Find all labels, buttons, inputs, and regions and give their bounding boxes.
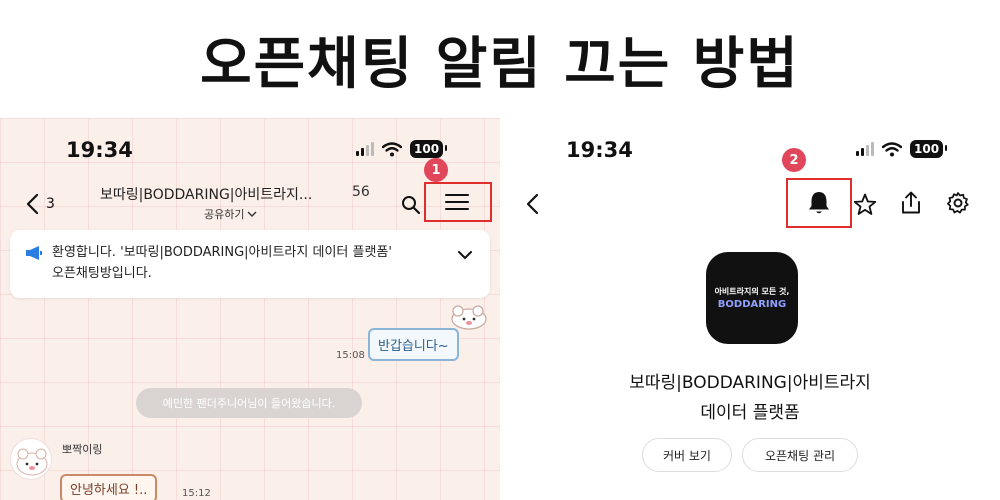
notice-banner[interactable]: 환영합니다. '보따링|BODDARING|아비트라지 데이터 플랫폼' 오픈채… [10, 230, 490, 298]
wifi-icon [382, 141, 402, 156]
page-headline: 오픈채팅 알림 끄는 방법 [200, 31, 800, 97]
back-chevron-icon[interactable] [522, 192, 542, 216]
outgoing-message-time: 15:08 [336, 350, 365, 361]
step-marker-2: 2 [782, 148, 806, 172]
bell-highlight-box [786, 178, 852, 228]
step-marker-1: 1 [424, 158, 448, 182]
incoming-message-bubble: 안녕하세요 !.. [60, 474, 158, 500]
manage-openchat-button[interactable]: 오픈채팅 관리 [742, 438, 858, 472]
share-icon[interactable] [899, 190, 923, 216]
signal-icon [856, 142, 874, 156]
menu-highlight-box [424, 182, 492, 222]
sticker-icon [448, 304, 490, 330]
incoming-message-time: 15:12 [182, 488, 211, 499]
back-count: 3 [46, 196, 55, 212]
chevron-down-icon[interactable] [456, 248, 474, 262]
outgoing-message-bubble: 반갑습니다~ [368, 328, 459, 361]
avatar[interactable] [10, 438, 52, 480]
bell-icon[interactable] [806, 190, 832, 216]
battery-indicator: 100 [910, 140, 948, 158]
share-dropdown[interactable]: 공유하기 [204, 206, 257, 222]
search-icon[interactable] [400, 194, 422, 216]
status-time: 19:34 [66, 138, 133, 162]
system-join-message: 예민한 팬더주니어님이 들어왔습니다. [136, 388, 362, 418]
status-icons: 100 [856, 140, 948, 158]
room-name-line-2: 데이터 플랫폼 [700, 403, 800, 423]
back-chevron-icon[interactable] [22, 192, 42, 216]
status-icons: 100 [356, 140, 448, 158]
megaphone-icon [24, 244, 44, 262]
status-time: 19:34 [566, 138, 633, 162]
chat-drawer-screen: 19:34 100 2 아비트라지의 모든 것, BODDARING 보따링|B… [500, 118, 1000, 500]
notice-line-1: 환영합니다. '보따링|BODDARING|아비트라지 데이터 플랫폼' [52, 245, 392, 260]
chat-title: 보따링|BODDARING|아비트라지... [100, 187, 313, 203]
profile-text-line-1: 아비트라지의 모든 것, [714, 287, 790, 296]
share-label: 공유하기 [204, 208, 245, 221]
profile-text-line-2: BODDARING [717, 299, 787, 310]
chevron-down-icon [247, 211, 257, 217]
chat-room-screen: 19:34 100 1 3 보따링|BODDARING|아비트라지... 56 … [0, 118, 500, 500]
star-icon[interactable] [852, 192, 878, 216]
battery-indicator: 100 [410, 140, 448, 158]
signal-icon [356, 142, 374, 156]
menu-icon[interactable] [444, 192, 470, 212]
sender-name: 뽀짝이링 [62, 443, 103, 456]
notice-text: 환영합니다. '보따링|BODDARING|아비트라지 데이터 플랫폼' 오픈채… [52, 242, 452, 284]
room-profile-image[interactable]: 아비트라지의 모든 것, BODDARING [706, 252, 798, 344]
notice-line-2: 오픈채팅방입니다. [52, 266, 152, 281]
wifi-icon [882, 141, 902, 156]
room-name-line-1: 보따링|BODDARING|아비트라지 [629, 373, 871, 393]
member-count: 56 [352, 184, 370, 200]
cover-view-button[interactable]: 커버 보기 [642, 438, 732, 472]
gear-icon[interactable] [945, 190, 971, 216]
